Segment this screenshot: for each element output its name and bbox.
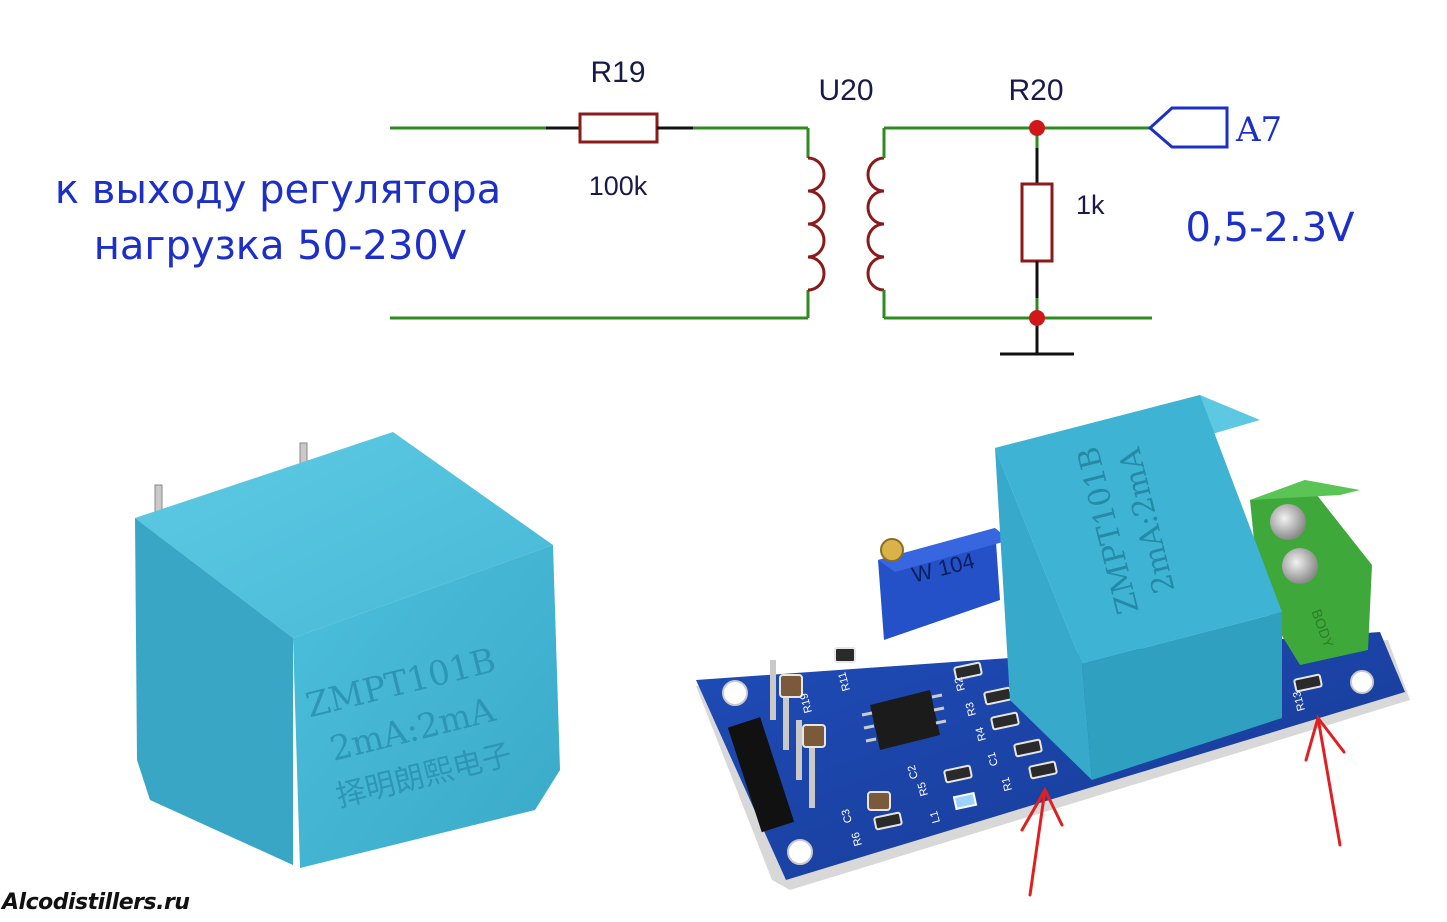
module-transformer-left [995, 448, 1092, 780]
transformer-left-face [135, 518, 293, 865]
silk-l1: L1 [928, 809, 943, 824]
note-line-1: к выходу регулятора [55, 167, 501, 213]
silk-c2: C2 [906, 764, 921, 781]
mounting-hole [722, 680, 748, 706]
silk-r2: R2 [953, 676, 968, 693]
junction-top [1029, 120, 1045, 136]
silk-c3: C3 [840, 808, 855, 825]
op-amp-chip [861, 690, 947, 750]
module-transformer: ZMPT101B 2mA:2mA [995, 395, 1282, 780]
junction-bottom [1029, 310, 1045, 326]
smd-components [779, 647, 1323, 831]
terminal-screw [1270, 504, 1306, 540]
transformer-front-face [293, 545, 560, 868]
silk-c1: C1 [986, 751, 1001, 768]
transformer-primary-coil [807, 156, 826, 292]
r20-ref-label: R20 [1008, 74, 1063, 107]
silk-r3: R3 [964, 701, 979, 718]
silk-r11: R11 [836, 671, 853, 693]
arrow-r13 [1316, 716, 1342, 847]
module-transformer-side [1082, 612, 1282, 780]
transformer-secondary-coil [866, 156, 885, 292]
port-a7-symbol [1147, 106, 1229, 149]
module-transformer-front [995, 395, 1282, 664]
r19-value-label: 100k [589, 171, 648, 201]
note-line-2: нагрузка 50-230V [94, 223, 467, 269]
silk-r19: R19 [798, 692, 815, 715]
watermark: Alcodistillers.ru [2, 890, 190, 915]
output-range-label: 0,5-2.3V [1185, 205, 1355, 251]
silk-r4: R4 [974, 726, 989, 743]
module-photo: W 104 [696, 395, 1410, 897]
power-led [952, 791, 978, 811]
mounting-hole [1350, 670, 1374, 694]
arrow-r1 [1028, 788, 1047, 897]
r20-value-label: 1k [1076, 190, 1105, 220]
silk-r13: R13 [1291, 690, 1308, 713]
arrow-r1-head [1020, 786, 1064, 832]
resistor-r19 [578, 112, 659, 144]
trimmer-potentiometer: W 104 [878, 528, 1010, 640]
terminal-screw [1282, 548, 1318, 584]
schematic: R19 100k U20 R20 1k A7 к выходу регулято… [55, 56, 1355, 356]
mounting-hole [787, 839, 813, 865]
transformer-photo: ZMPT101B 2mA:2mA 择明朗熙电子 [135, 432, 560, 868]
silk-r6: R6 [850, 831, 865, 848]
silk-r5: R5 [916, 781, 931, 798]
transformer-top-face [135, 432, 553, 638]
silk-r1: R1 [1000, 776, 1015, 793]
port-a7-label: A7 [1235, 110, 1282, 150]
annotation-arrows [1020, 714, 1346, 897]
arrow-r13-head [1304, 714, 1346, 762]
trimmer-screw [880, 538, 904, 562]
resistor-r20 [1020, 182, 1054, 263]
pcb-silkscreen: R19 R11 R2 R3 R4 C1 R1 C2 R5 C3 R6 L1 R1… [798, 671, 1308, 848]
r19-ref-label: R19 [590, 56, 645, 89]
u20-ref-label: U20 [818, 74, 873, 107]
pin-header [727, 660, 815, 833]
